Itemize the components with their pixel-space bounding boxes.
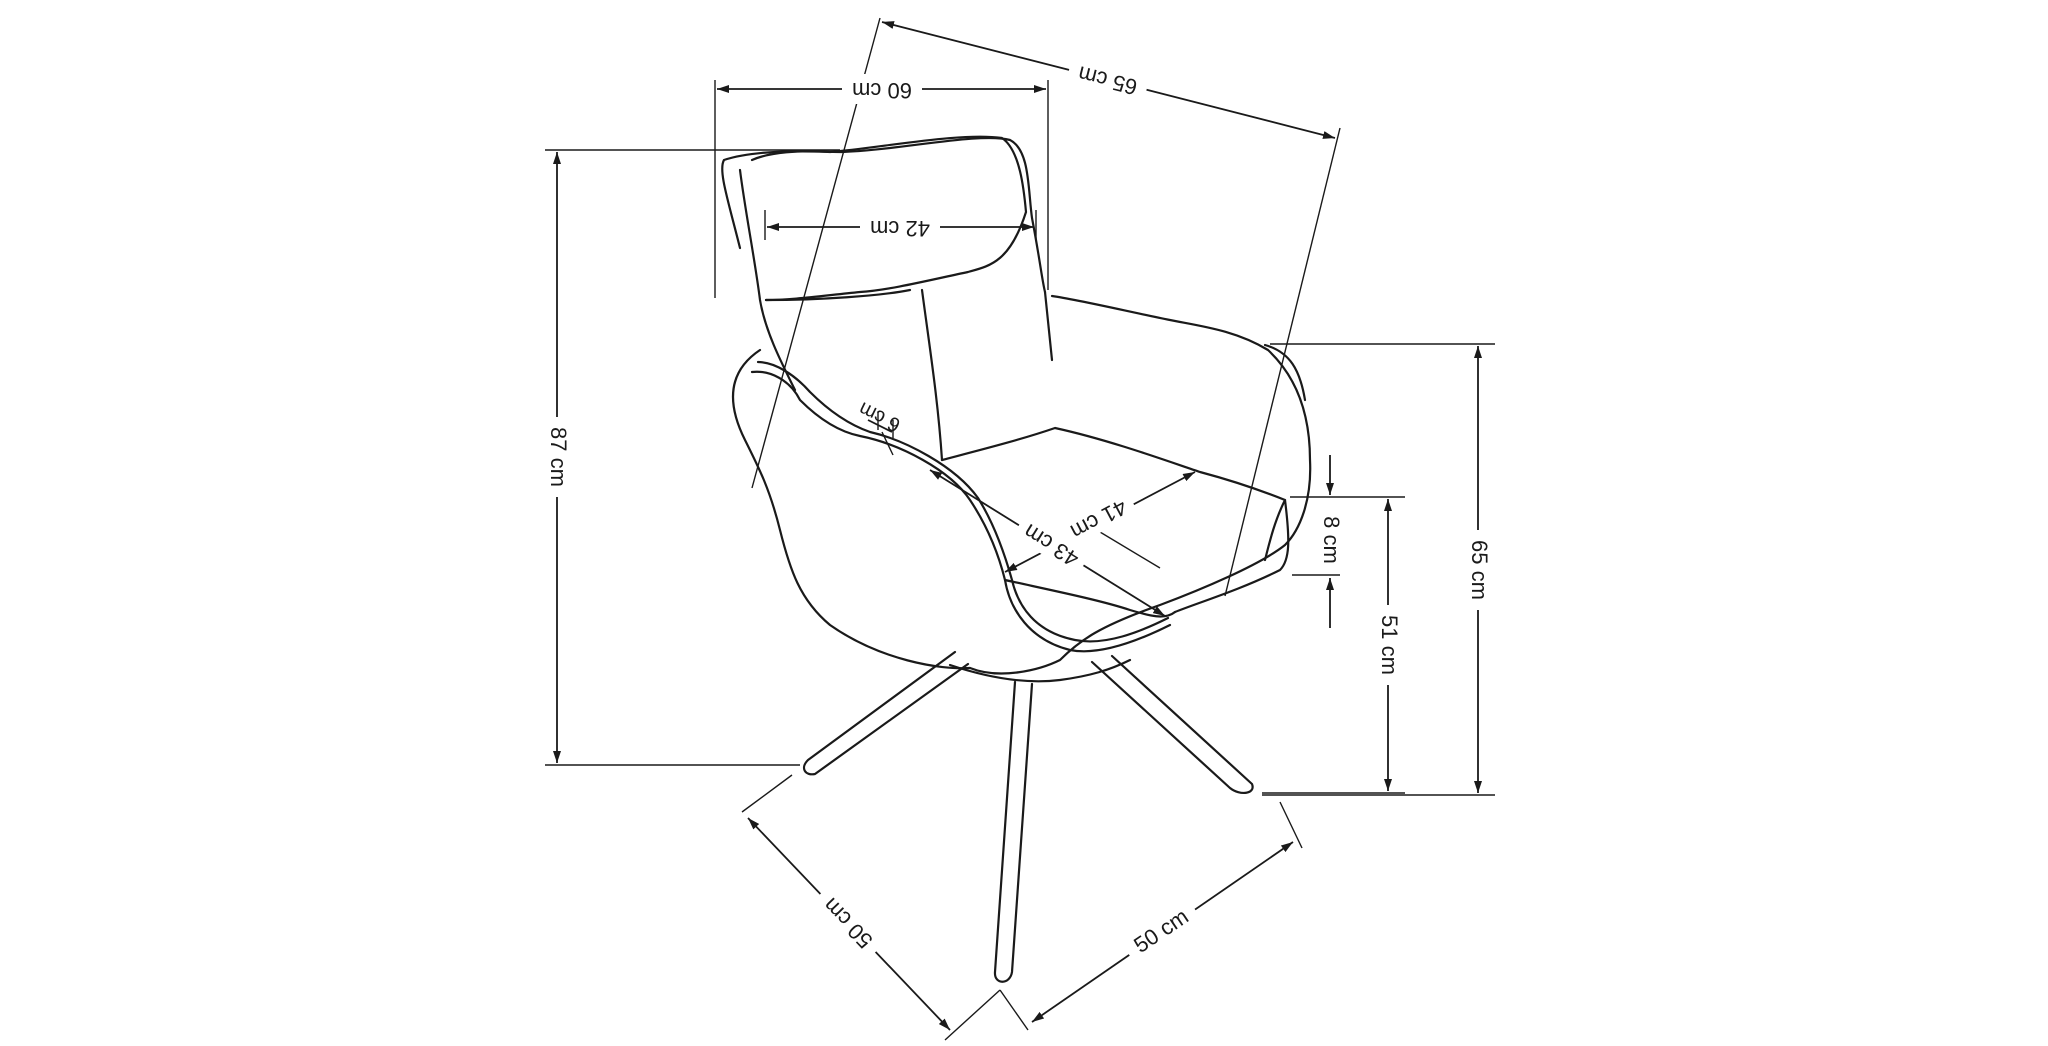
label-backrest-width: 42 cm xyxy=(870,216,930,241)
chair-outline xyxy=(721,135,1312,983)
label-armrest-height: 65 cm xyxy=(1467,540,1492,600)
label-seat-height: 51 cm xyxy=(1377,615,1402,675)
label-overall-width: 60 cm xyxy=(852,78,912,103)
label-seat-thickness: 8 cm xyxy=(1319,516,1344,564)
dimension-labels: 65 cm 60 cm 42 cm 87 cm 65 cm 51 cm 8 cm… xyxy=(542,54,1493,967)
label-overall-height: 87 cm xyxy=(546,427,571,487)
